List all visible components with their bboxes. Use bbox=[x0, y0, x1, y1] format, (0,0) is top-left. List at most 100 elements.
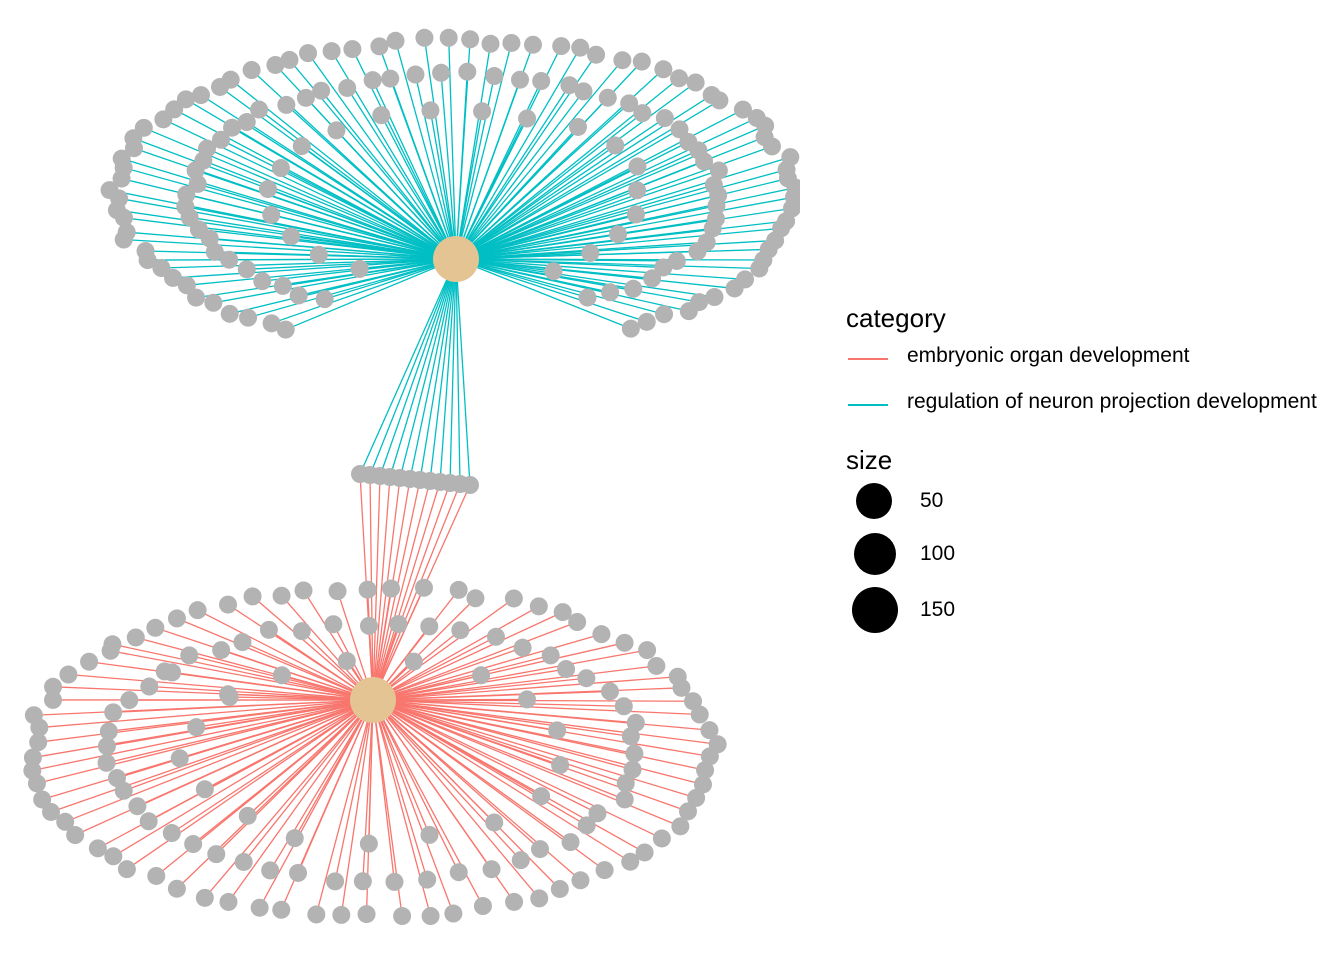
neuron-gene-node bbox=[601, 283, 620, 302]
neuron-gene-node bbox=[621, 319, 640, 338]
embryonic-gene-node bbox=[592, 625, 611, 644]
embryonic-gene-node bbox=[678, 802, 697, 821]
embryonic-gene-node bbox=[504, 589, 523, 608]
embryonic-edge bbox=[372, 699, 396, 882]
embryonic-edge bbox=[372, 699, 624, 707]
embryonic-edge bbox=[372, 633, 602, 701]
embryonic-gene-node bbox=[24, 706, 43, 725]
embryonic-gene-node bbox=[29, 733, 48, 752]
embryonic-gene-node bbox=[616, 774, 635, 793]
legend-category-title: category bbox=[846, 303, 946, 333]
embryonic-edge bbox=[252, 595, 374, 701]
legend-line-embryonic bbox=[848, 358, 888, 360]
embryonic-gene-node bbox=[59, 665, 78, 684]
neuron-gene-node bbox=[620, 94, 639, 113]
neuron-edge bbox=[455, 81, 697, 260]
neuron-gene-node bbox=[670, 120, 689, 139]
embryonic-gene-node bbox=[162, 824, 181, 843]
embryonic-gene-node bbox=[101, 641, 120, 660]
neuron-edge bbox=[455, 165, 638, 260]
neuron-edge bbox=[455, 117, 758, 260]
neuron-gene-node bbox=[574, 82, 593, 101]
embryonic-edge bbox=[297, 699, 374, 874]
embryonic-edge bbox=[68, 673, 374, 701]
embryonic-gene-node bbox=[167, 609, 186, 628]
embryonic-gene-node bbox=[234, 852, 253, 871]
embryonic-edge bbox=[176, 617, 374, 701]
neuron-edge bbox=[161, 258, 457, 269]
embryonic-gene-node bbox=[272, 586, 291, 605]
neuron-edge bbox=[247, 258, 457, 319]
neuron-edge bbox=[455, 169, 787, 260]
embryonic-gene-node bbox=[41, 802, 60, 821]
embryonic-gene-node bbox=[623, 760, 642, 779]
embryonic-gene-node bbox=[104, 703, 123, 722]
neuron-edge bbox=[455, 84, 570, 260]
embryonic-gene-node bbox=[104, 847, 123, 866]
embryonic-gene-node bbox=[404, 652, 423, 671]
embryonic-edge bbox=[372, 699, 542, 797]
neuron-edge bbox=[455, 233, 619, 260]
embryonic-gene-node bbox=[700, 721, 719, 740]
neuron-gene-node bbox=[117, 223, 136, 242]
neuron-edge bbox=[246, 121, 457, 260]
embryonic-gene-node bbox=[66, 826, 85, 845]
neuron-edge bbox=[143, 127, 457, 260]
neuron-edge bbox=[455, 59, 623, 260]
neuron-gene-node bbox=[733, 100, 752, 119]
neuron-gene-node bbox=[686, 73, 705, 92]
neuron-edge bbox=[455, 258, 634, 290]
neuron-gene-node bbox=[176, 90, 195, 109]
embryonic-gene-node bbox=[184, 835, 203, 854]
neuron-edge bbox=[455, 258, 632, 330]
neuron-edge bbox=[455, 118, 528, 260]
embryonic-edge bbox=[368, 699, 374, 844]
neuron-edge bbox=[185, 205, 457, 260]
embryonic-edge bbox=[372, 665, 657, 701]
embryonic-edge bbox=[372, 668, 567, 701]
embryonic-gene-node bbox=[207, 845, 226, 864]
neuron-gene-node bbox=[309, 245, 328, 264]
embryonic-gene-node bbox=[486, 627, 505, 646]
embryonic-gene-node bbox=[292, 622, 311, 641]
neuron-gene-node bbox=[655, 305, 674, 324]
shared-edge-neuron bbox=[359, 258, 457, 475]
neuron-gene-node bbox=[250, 100, 269, 119]
neuron-edge bbox=[389, 78, 457, 260]
embryonic-gene-node bbox=[289, 863, 308, 882]
embryonic-gene-node bbox=[672, 678, 691, 697]
embryonic-edge bbox=[372, 699, 493, 870]
embryonic-gene-node bbox=[626, 713, 645, 732]
embryonic-edge bbox=[123, 699, 374, 792]
embryonic-gene-node bbox=[140, 677, 159, 696]
neuron-gene-node bbox=[292, 137, 311, 156]
neuron-gene-node bbox=[710, 91, 729, 110]
embryonic-gene-node bbox=[548, 721, 567, 740]
embryonic-gene-node bbox=[99, 722, 118, 741]
neuron-gene-node bbox=[688, 242, 707, 261]
neuron-gene-node bbox=[338, 78, 357, 97]
neuron-gene-node bbox=[421, 101, 440, 120]
embryonic-gene-node bbox=[687, 788, 706, 807]
neuron-gene-node bbox=[667, 251, 686, 270]
neuron-gene-node bbox=[177, 276, 196, 295]
embryonic-gene-node bbox=[195, 888, 214, 907]
neuron-edge bbox=[455, 258, 664, 269]
embryonic-edge bbox=[113, 699, 374, 857]
embryonic-gene-node bbox=[353, 872, 372, 891]
neuron-gene-node bbox=[613, 51, 632, 70]
embryonic-gene-node bbox=[97, 753, 116, 772]
neuron-edge bbox=[423, 37, 457, 260]
neuron-edge bbox=[455, 258, 665, 315]
embryonic-edge bbox=[36, 699, 374, 784]
embryonic-edge bbox=[372, 699, 561, 766]
neuron-gene-node bbox=[386, 31, 405, 50]
neuron-edge bbox=[455, 196, 795, 260]
neuron-edge bbox=[229, 258, 457, 261]
neuron-edge bbox=[206, 147, 457, 260]
legend-item-embryonic: embryonic organ development bbox=[846, 336, 1344, 382]
edges-layer bbox=[32, 37, 796, 917]
embryonic-gene-node bbox=[485, 813, 504, 832]
embryonic-gene-node bbox=[358, 580, 377, 599]
embryonic-gene-node bbox=[285, 829, 304, 848]
